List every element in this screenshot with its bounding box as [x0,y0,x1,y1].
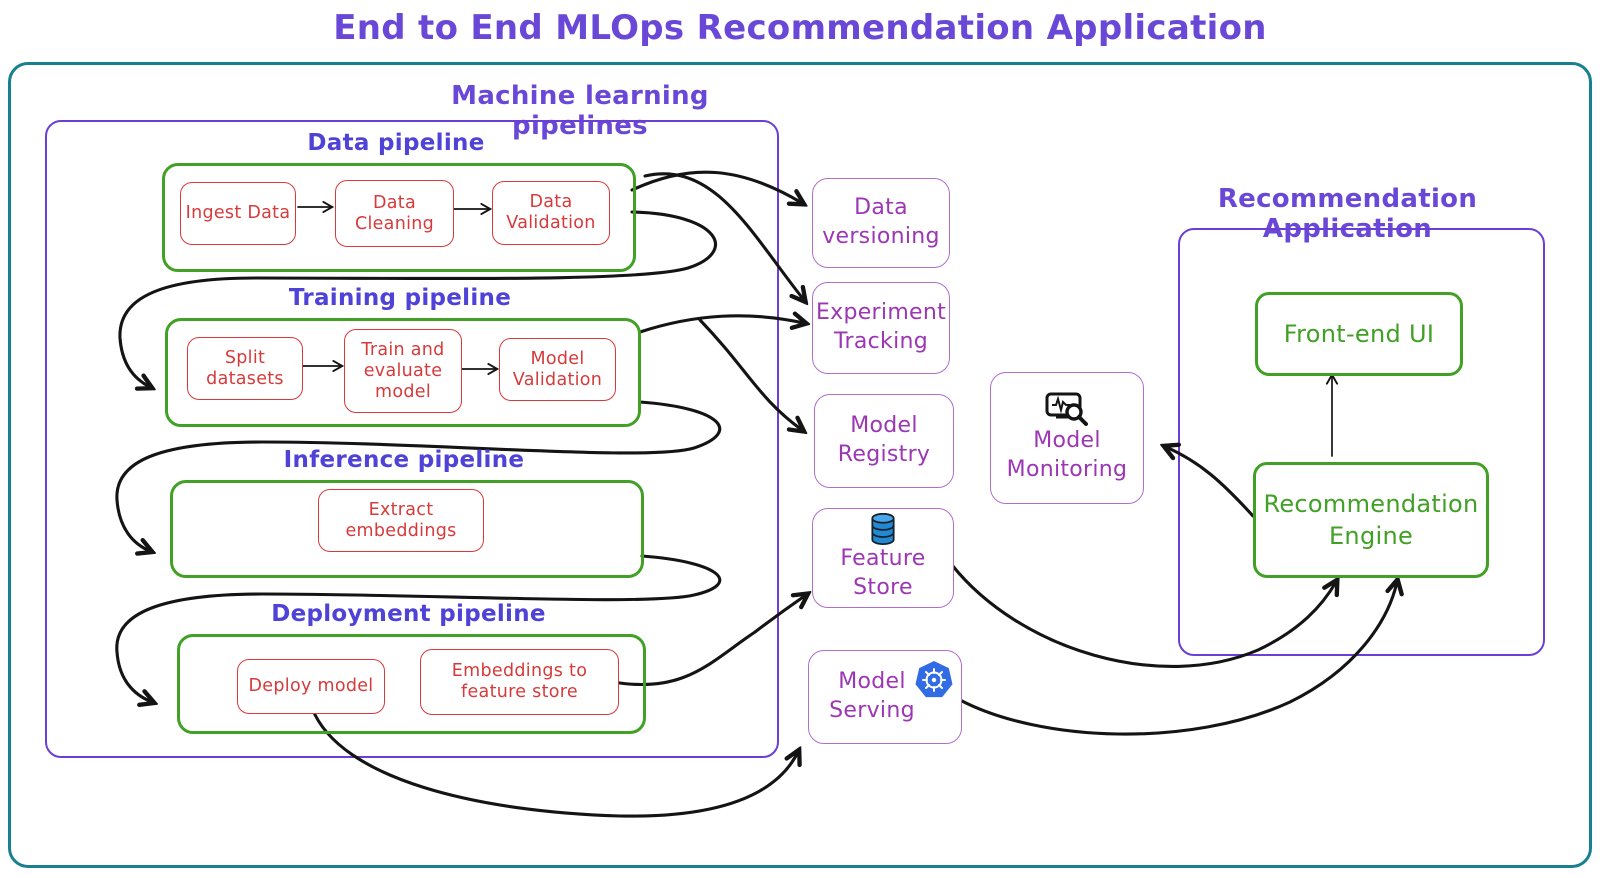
kubernetes-icon [914,660,954,700]
model-serving-label: Model Serving [829,669,915,723]
model-monitoring-icon [1044,391,1090,427]
database-icon [870,513,896,546]
ml-pipelines-label: Machine learning pipelines [451,81,709,141]
model-monitoring-label: Model Monitoring [1006,428,1128,482]
service-model-monitoring: Model Monitoring [990,372,1144,504]
step-ingest-data: Ingest Data [180,182,296,245]
step-extract-embeddings: Extract embeddings [318,489,484,552]
page-title: End to End MLOps Recommendation Applicat… [333,8,1267,48]
service-data-versioning: Data versioning [812,178,950,268]
frontend-ui-box: Front-end UI [1255,292,1463,376]
step-embeddings-to-feature-store: Embeddings to feature store [420,649,619,715]
step-data-cleaning: Data Cleaning [335,180,454,247]
service-model-registry: Model Registry [814,394,954,488]
step-train-evaluate: Train and evaluate model [344,329,462,413]
feature-store-label: Feature Store [840,546,926,600]
service-feature-store: Feature Store [812,508,954,608]
deployment-pipeline-frame [177,634,646,734]
inference-pipeline-label: Inference pipeline [283,447,525,473]
outer-frame [8,62,1592,868]
step-model-validation: Model Validation [499,338,616,401]
step-split-datasets: Split datasets [187,337,303,400]
service-model-serving: Model Serving [808,650,962,744]
inference-pipeline-frame [170,480,644,578]
training-pipeline-frame [165,318,641,427]
step-data-validation: Data Validation [492,181,610,245]
step-deploy-model: Deploy model [237,659,385,714]
deployment-pipeline-label: Deployment pipeline [271,601,546,627]
service-experiment-tracking: Experiment Tracking [812,282,950,374]
data-pipeline-frame [162,163,636,272]
recommendation-engine-box: Recommendation Engine [1253,462,1489,578]
training-pipeline-label: Training pipeline [288,285,512,311]
data-pipeline-label: Data pipeline [307,130,485,156]
